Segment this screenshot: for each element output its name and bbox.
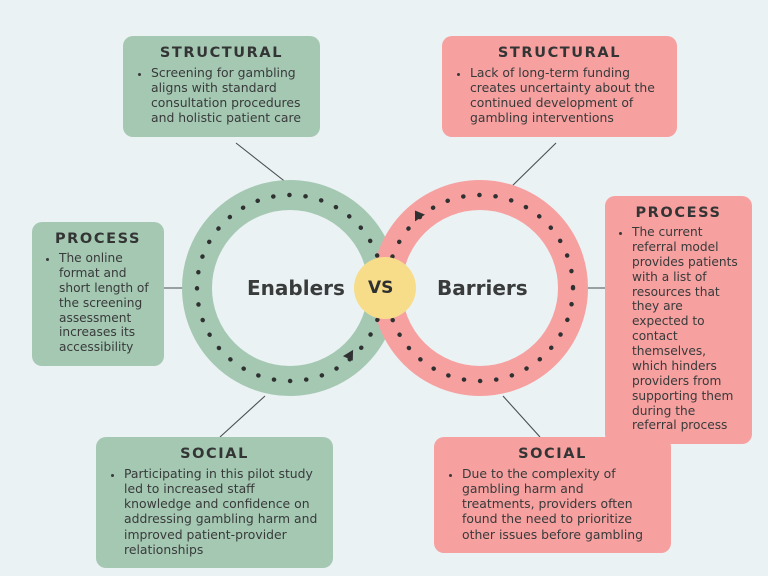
card-heading: STRUCTURAL bbox=[159, 45, 284, 61]
enabler-arrowhead bbox=[342, 349, 354, 361]
card-heading: SOCIAL bbox=[518, 446, 587, 462]
card-heading: STRUCTURAL bbox=[497, 45, 622, 61]
card-bullet: The current referral model provides pati… bbox=[632, 225, 740, 433]
card-heading: PROCESS bbox=[635, 205, 722, 221]
card-bullet: Lack of long-term funding creates uncert… bbox=[470, 65, 665, 126]
connector-social-barrier bbox=[502, 395, 541, 438]
card-bullet: The online format and short length of th… bbox=[59, 251, 152, 355]
card-bullet-list: Due to the complexity of gambling harm a… bbox=[446, 466, 659, 542]
vs-circle bbox=[354, 257, 416, 319]
card-heading: SOCIAL bbox=[180, 446, 249, 462]
card-bullet-list: The online format and short length of th… bbox=[44, 251, 152, 355]
vs-label: VS bbox=[368, 278, 394, 298]
card-heading: PROCESS bbox=[54, 231, 142, 247]
card-process-enabler[interactable]: PROCESS The online format and short leng… bbox=[32, 222, 164, 367]
card-bullet: Screening for gambling aligns with stand… bbox=[151, 65, 308, 126]
card-bullet-list: Lack of long-term funding creates uncert… bbox=[454, 65, 665, 126]
connector-social-enabler bbox=[219, 395, 266, 438]
card-process-barrier[interactable]: PROCESS The current referral model provi… bbox=[605, 196, 752, 445]
card-bullet: Participating in this pilot study led to… bbox=[124, 466, 321, 557]
card-bullet: Due to the complexity of gambling harm a… bbox=[462, 466, 659, 542]
card-bullet-list: Screening for gambling aligns with stand… bbox=[135, 65, 308, 126]
card-bullet-list: Participating in this pilot study led to… bbox=[108, 466, 321, 557]
card-structural-enabler[interactable]: STRUCTURAL Screening for gambling aligns… bbox=[123, 36, 320, 137]
barrier-arrowhead bbox=[414, 210, 425, 222]
barriers-label: Barriers bbox=[437, 276, 528, 300]
connector-structural-barrier bbox=[507, 142, 557, 191]
enablers-label: Enablers bbox=[247, 276, 345, 300]
card-bullet-list: The current referral model provides pati… bbox=[617, 225, 740, 433]
card-social-barrier[interactable]: SOCIAL Due to the complexity of gambling… bbox=[434, 437, 671, 553]
card-social-enabler[interactable]: SOCIAL Participating in this pilot study… bbox=[96, 437, 333, 568]
card-structural-barrier[interactable]: STRUCTURAL Lack of long-term funding cre… bbox=[442, 36, 677, 137]
